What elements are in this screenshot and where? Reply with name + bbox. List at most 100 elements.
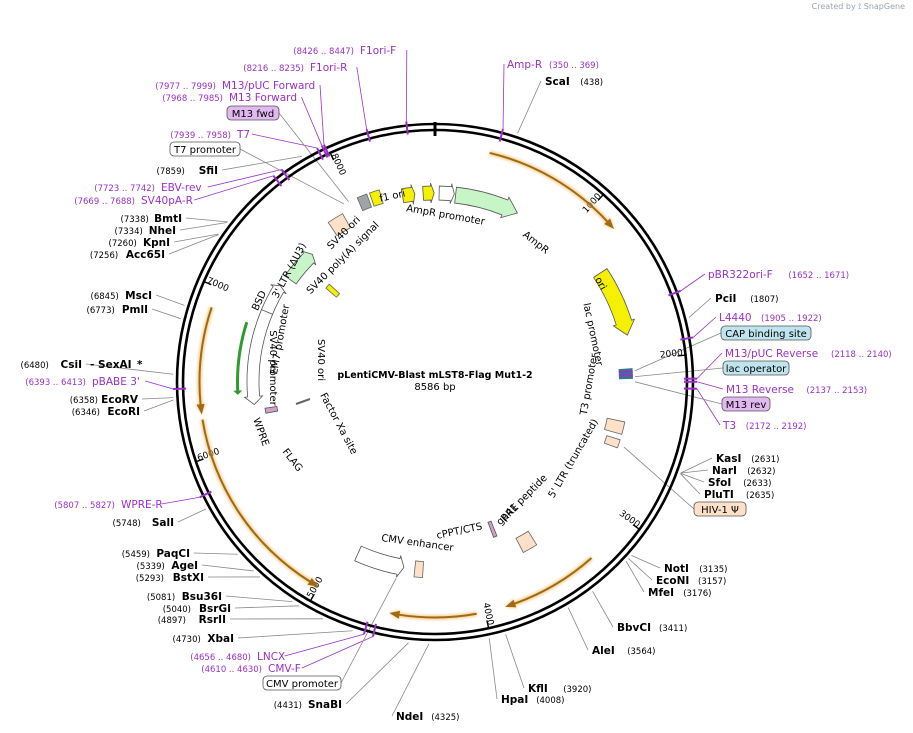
- tick-mark: [677, 354, 686, 357]
- site-leader: [505, 634, 525, 689]
- sv40-polya-block: [356, 193, 373, 212]
- primer-name: L4440: [719, 312, 752, 324]
- features: [173, 121, 698, 637]
- site-name-bbvci: BbvCI: [617, 622, 651, 634]
- site-pos-alei: (3564): [627, 647, 655, 657]
- ampr-promoter-arrow: [438, 183, 455, 204]
- primer-pos: (2137 .. 2153): [806, 386, 867, 396]
- green-feature-arrow: [233, 321, 249, 395]
- labels: ScaI(438)PciI(1807)KasI(2631)NarI(2632)S…: [21, 45, 892, 723]
- site-leader: [567, 607, 589, 651]
- tick-mark: [329, 152, 335, 161]
- factor-xa-label: Factor Xa site: [317, 391, 359, 456]
- primer-mark: [498, 128, 505, 142]
- site-name-sfii: SfiI: [199, 165, 218, 177]
- m13-fwd-label: M13 fwd: [226, 105, 280, 121]
- site-pos-hpai: (4008): [536, 696, 564, 706]
- primer-mark: [320, 145, 329, 158]
- site-pos-rsrii: (4897): [158, 616, 186, 626]
- site-name-xbai: XbaI: [207, 633, 234, 645]
- orf-2-arrow: [505, 557, 593, 608]
- cap-binding-site-label-text: CAP binding site: [725, 329, 807, 340]
- hiv1-psi-label-box: [693, 501, 747, 517]
- site-leader: [221, 155, 303, 171]
- site-name-ndei: NdeI: [396, 711, 423, 723]
- primer-leader: [251, 133, 318, 149]
- site-pos-pmli: (6773): [87, 306, 115, 316]
- flag-label: FLAG: [280, 447, 305, 474]
- site-name-econi: EcoNI: [656, 575, 689, 587]
- primer-pos: (5807 .. 5827): [54, 501, 115, 511]
- primer-pos: (7723 .. 7742): [94, 184, 155, 194]
- site-leader: [488, 638, 498, 700]
- tick-mark: [203, 280, 212, 286]
- site-name-pcii: PciI: [715, 293, 736, 305]
- t3-promoter-label: T3 promoter: [579, 352, 601, 417]
- cmv-enhancer-arrow: [354, 545, 405, 578]
- site-pos-pluti: (2635): [746, 491, 774, 501]
- site-name-bmti: BmtI: [154, 213, 182, 225]
- site-name-ecorv: EcoRV: [101, 394, 139, 406]
- tick-mark: [309, 593, 315, 602]
- site-name-ecori: EcoRI: [107, 406, 140, 418]
- m13-rev-label-box: [721, 396, 771, 412]
- primer-mark: [323, 144, 331, 157]
- site-name-sali: SalI: [152, 517, 174, 529]
- site-name-pmli: PmlI: [122, 304, 148, 316]
- gp41-mark: [487, 520, 498, 538]
- primer-name: pBABE 3': [92, 376, 140, 388]
- primer-leader: [502, 63, 505, 129]
- sexai-star: *: [137, 359, 143, 371]
- cmv-promoter-label: CMV promoter: [262, 675, 342, 691]
- primer-pos: (350 .. 369): [549, 61, 599, 71]
- primer-leader: [696, 388, 721, 426]
- site-name-bsrgi: BsrGI: [199, 603, 231, 615]
- t7-promoter-label-leader: [239, 148, 345, 205]
- site-leader: [237, 630, 353, 639]
- site-pos-mfei: (3176): [683, 589, 711, 599]
- orf-highlights: [195, 150, 615, 621]
- site-name-noti: NotI: [664, 563, 689, 575]
- sv40-ori-inner-block: [325, 283, 341, 298]
- site-leader: [680, 472, 705, 483]
- created-by-label: Created by: [811, 2, 856, 11]
- site-pos-agei: (5339): [137, 562, 165, 572]
- primer-name: T3: [722, 420, 736, 432]
- site-leader: [193, 552, 238, 555]
- primer-leader: [161, 496, 200, 505]
- primer-name: F1ori-R: [310, 62, 347, 74]
- primer-mark: [668, 289, 681, 297]
- site-pos-kfli: (3920): [563, 685, 591, 695]
- site-pos-bsrgi: (5040): [163, 605, 191, 615]
- site-leader: [225, 595, 293, 603]
- site-leader: [680, 469, 709, 474]
- sexai-label: - SexAI: [90, 359, 132, 371]
- site-pos-kasi: (2631): [751, 455, 779, 465]
- m13-fwd-label-box: [226, 105, 280, 121]
- primer-mark: [316, 147, 324, 161]
- ampr-arrow: [454, 186, 518, 219]
- primer-leader: [207, 169, 282, 188]
- lac-operator-label-box: [722, 360, 790, 376]
- site-name-bsu36i: Bsu36I: [182, 591, 222, 603]
- m13-rev-label-text: M13 rev: [726, 400, 767, 411]
- site-name-mfei: MfeI: [648, 587, 674, 599]
- site-name-pluti: PluTI: [704, 489, 734, 501]
- site-leader: [680, 457, 713, 474]
- site-pos-sfoi: (2633): [743, 479, 771, 489]
- site-name-kasi: KasI: [716, 453, 741, 465]
- f1-ori-label: f1 ori: [379, 188, 407, 204]
- site-name-nhei: NheI: [149, 225, 176, 237]
- primer-name: M13 Forward: [229, 92, 297, 104]
- site-name-alei: AleI: [592, 645, 615, 657]
- site-leader: [625, 561, 645, 593]
- m13-rev-label-leader: [634, 381, 723, 405]
- site-pos-kpni: (7260): [109, 239, 137, 249]
- lac-stripe: [618, 372, 633, 376]
- site-leader: [177, 508, 207, 523]
- ampr-label: AmpR: [520, 229, 550, 256]
- lac-stripe: [618, 370, 633, 374]
- site-leader: [592, 591, 614, 628]
- primer-leader: [301, 96, 323, 146]
